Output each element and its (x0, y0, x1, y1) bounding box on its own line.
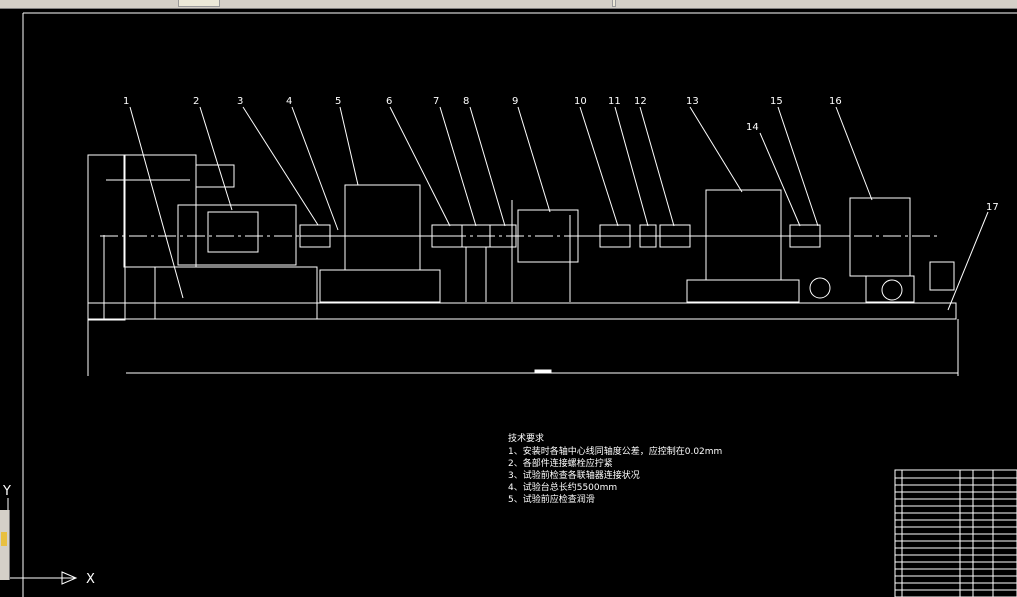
overall-length-dim-text (534, 369, 552, 373)
leader-15 (777, 106, 819, 227)
leader-5 (339, 106, 359, 186)
leader-2 (199, 106, 233, 211)
part-number-2: 2 (193, 96, 199, 107)
toolbar-handle-icon (1, 532, 7, 546)
leader-14 (759, 132, 801, 227)
ucs-x-arrow (61, 571, 78, 585)
motor-pedestal (154, 266, 318, 320)
tech-requirement-2: 2、各部件连接螺栓应拧紧 (508, 457, 613, 469)
pulley-right (881, 279, 903, 301)
motor-end-plate (87, 154, 126, 321)
bearing-housing-5 (344, 184, 421, 271)
left-toolbar-grip[interactable] (0, 510, 10, 580)
toolbar-tab[interactable] (178, 0, 220, 7)
window-top-bar (0, 0, 1017, 9)
motor-terminal-box (195, 164, 235, 188)
leader-17 (947, 211, 989, 311)
part-number-17: 17 (986, 202, 999, 213)
part-number-7: 7 (433, 96, 439, 107)
part-number-13: 13 (686, 96, 699, 107)
toolbar-divider (612, 0, 616, 7)
ucs-y-label: Y (2, 484, 11, 499)
motor-frame (177, 204, 297, 266)
tech-requirement-1: 1、安装时各轴中心线同轴度公差，应控制在0.02mm (508, 445, 722, 457)
tech-requirement-4: 4、试验台总长约5500mm (508, 481, 617, 493)
part-number-11: 11 (608, 96, 621, 107)
tech-requirement-5: 5、试验前应检查润滑 (508, 493, 595, 505)
part-number-1: 1 (123, 96, 129, 107)
tech-requirements-title: 技术要求 (508, 432, 544, 444)
part-number-10: 10 (574, 96, 587, 107)
coupling-3 (299, 224, 331, 248)
base-plate (87, 302, 957, 320)
part-number-16: 16 (829, 96, 842, 107)
motor-body-upper (123, 154, 197, 268)
part-number-4: 4 (286, 96, 292, 107)
load-gearbox-base (865, 275, 915, 303)
part-number-15: 15 (770, 96, 783, 107)
title-block-rows (895, 477, 1017, 591)
leader-13 (689, 106, 743, 193)
leader-12 (639, 106, 675, 227)
part-number-14: 14 (746, 122, 759, 133)
part-number-3: 3 (237, 96, 243, 107)
motor-nameplate (207, 211, 259, 253)
leader-3 (242, 106, 319, 226)
leader-6 (389, 106, 451, 227)
brake-17 (929, 261, 955, 291)
tech-requirement-3: 3、试验前检查各联轴器连接状况 (508, 469, 640, 481)
tech-requirements: 技术要求 1、安装时各轴中心线同轴度公差，应控制在0.02mm 2、各部件连接螺… (508, 432, 722, 505)
leader-9 (517, 106, 551, 213)
leader-8 (469, 106, 506, 227)
leader-16 (835, 106, 873, 201)
part-number-12: 12 (634, 96, 647, 107)
bearing-base-5 (319, 269, 441, 303)
pulley-left (809, 277, 831, 299)
part-number-5: 5 (335, 96, 341, 107)
leader-7 (439, 106, 477, 227)
part-number-9: 9 (512, 96, 518, 107)
leader-1 (129, 106, 184, 299)
load-gearbox-16 (849, 197, 911, 277)
bearing-base-13 (686, 279, 800, 303)
leader-11 (614, 106, 649, 227)
ucs-x-label: X (86, 572, 95, 587)
leader-4 (291, 106, 339, 231)
part-number-6: 6 (386, 96, 392, 107)
bearing-housing-13 (705, 189, 782, 281)
part-number-8: 8 (463, 96, 469, 107)
leader-10 (579, 106, 619, 227)
